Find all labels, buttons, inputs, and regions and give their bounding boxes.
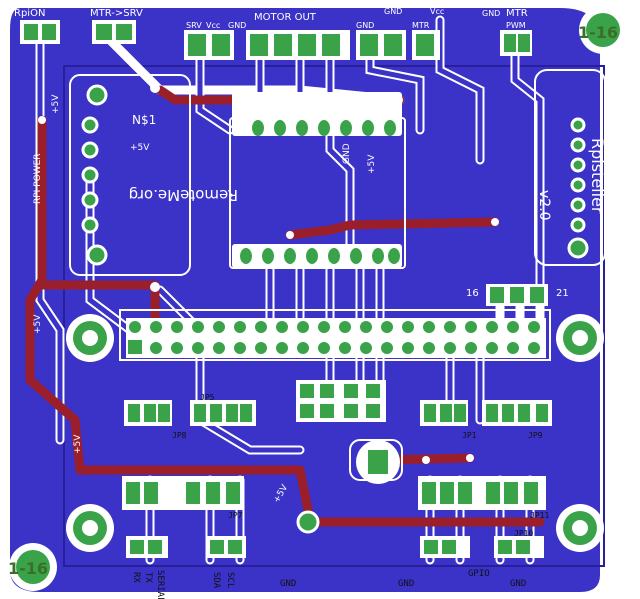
label-mtr-srv: MTR->SRV [90,8,143,19]
label-mtr-pwm: MTR [506,8,528,19]
label-pin-16: 16 [466,288,479,299]
via-icon [286,231,294,239]
mounting-hole-icon [556,314,604,362]
rpi-gpio-header [126,318,546,358]
label-5v-left-3: +5V [73,434,83,454]
regulator-icon [356,440,400,484]
pin-header-16-21 [486,284,548,306]
copper-pour [10,8,600,592]
label-jp7: JP7 [228,511,243,520]
board-name: RemoteMe.org [129,186,238,204]
label-pwm: PWM [506,21,526,30]
label-gnd-bottom-3: GND [510,579,526,589]
corner-fiducial-icon [9,543,57,591]
via-icon [422,456,430,464]
mounting-holes [9,6,627,591]
label-srv: SRV [186,21,202,30]
label-scl: SCL [225,572,235,588]
product-name: Rpisteller [588,138,607,214]
label-sda: SDA [211,572,221,589]
via-icon [491,218,499,226]
label-gnd-top-2: GND [356,21,374,30]
via-icon [393,95,403,105]
label-jp1: JP1 [462,431,477,440]
corner-mark-bottom: 1-16 [8,559,48,578]
via-icon [150,282,160,292]
bottom-connectors [122,476,546,558]
jumper-blocks-middle [124,380,552,426]
label-jp5: JP5 [200,393,215,402]
label-vcc-top: Vcc [206,21,220,30]
label-jp8: JP8 [172,431,187,440]
label-mtr-top: MTR [412,21,430,30]
label-jp10: JP10 [514,529,533,538]
label-gnd-bottom: GND [280,579,296,589]
label-net: N$1 [132,113,156,127]
label-gnd-top-4: GND [482,9,500,18]
label-jp9: JP9 [528,431,543,440]
label-gnd-right-2: GND [613,503,623,524]
label-gnd-bottom-2: GND [398,579,414,589]
via-icon [466,454,474,462]
label-gnd-top-3: GND [384,7,402,16]
label-gnd-mid: GND [342,143,352,164]
mounting-hole-icon [66,314,114,362]
corner-fiducial-icon [579,6,627,54]
label-5v-a: +5V [130,143,150,153]
via-icon [38,116,46,124]
label-rpion: RpiON [14,8,45,19]
corner-mark-top: 1-16 [578,23,618,42]
label-jp11: JP11 [530,511,549,520]
via-icon [150,83,160,93]
label-5v-left: +5V [51,94,61,114]
label-rx: RX [131,572,141,583]
board-version: v2.0 [536,190,552,221]
driver-pins [232,92,402,268]
label-pin-21: 21 [556,288,569,299]
label-gnd-right: GND [613,413,623,434]
label-5v-left-2: +5V [33,314,43,334]
mounting-hole-icon [556,504,604,552]
label-tx: TX [143,572,153,583]
label-serial: SERIAL [155,570,165,599]
vias [38,83,499,464]
label-motor-out: MOTOR OUT [254,12,317,23]
mounting-hole-icon [66,504,114,552]
top-connectors [20,20,532,60]
label-gnd-top: GND [228,21,246,30]
silkscreen-labels: RpiON MTR->SRV SRV Vcc GND MOTOR OUT GND… [8,7,623,599]
label-vcc-top-2: Vcc [430,7,444,16]
label-5v-b: +5V [367,154,377,174]
label-gpio: GPIO [468,569,490,579]
label-rpi-power: RPI POWER [33,153,43,204]
